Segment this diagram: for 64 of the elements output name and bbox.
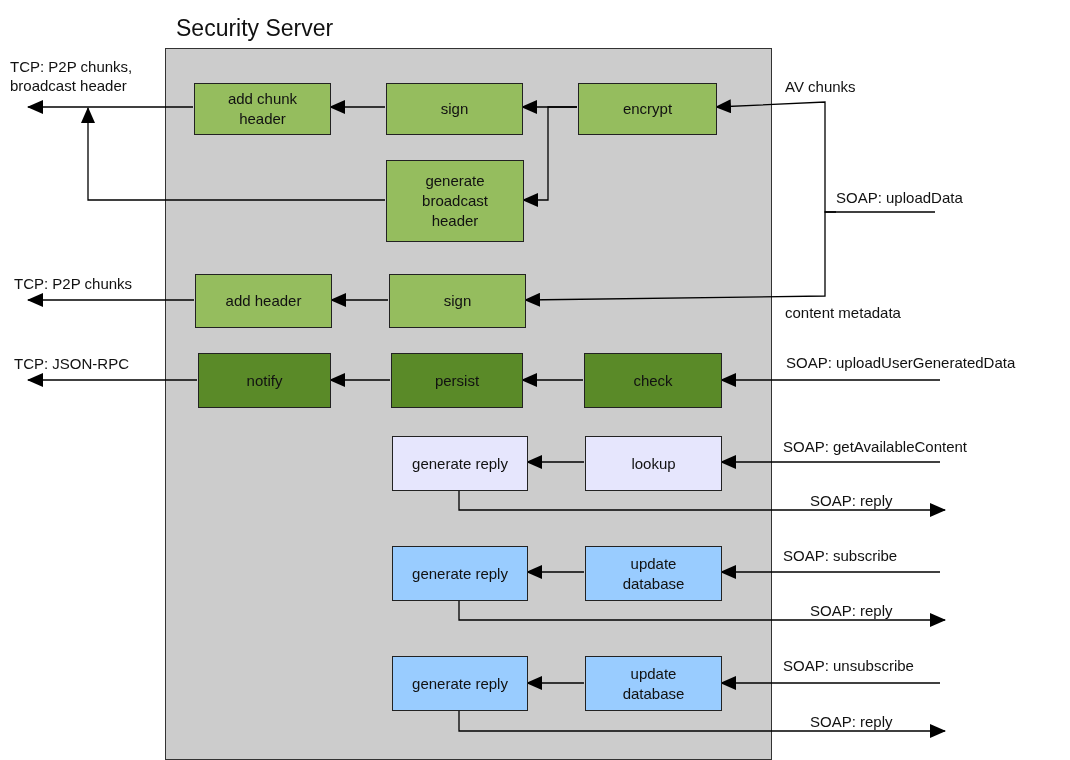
arrow	[524, 211, 837, 307]
process-box	[198, 353, 331, 408]
edge-label: TCP: P2P chunks	[14, 274, 133, 293]
box-label: generate broadcast header	[421, 171, 489, 231]
process-box	[584, 353, 722, 408]
process-box	[386, 83, 523, 135]
process-box	[585, 546, 722, 601]
box-label: persist	[434, 370, 480, 391]
process-box	[391, 353, 523, 408]
edge-label: SOAP: subscribe	[783, 546, 898, 565]
box-label: generate reply	[412, 563, 508, 584]
box-label: encrypt	[622, 99, 673, 119]
box-label: notify	[246, 370, 283, 391]
arrow	[526, 676, 585, 690]
process-box	[195, 274, 332, 328]
group-heading: Security Server	[176, 14, 334, 43]
arrow	[720, 455, 941, 469]
arrow	[458, 489, 946, 517]
box-label: add chunk header	[226, 89, 299, 129]
arrow	[720, 373, 941, 387]
edge-label: SOAP: uploadUserGeneratedData	[786, 353, 1016, 372]
box-label: add header	[225, 291, 302, 311]
signal-label: SOAP: uploadData	[836, 188, 963, 207]
box-label: update database	[621, 553, 686, 594]
box-label: check	[633, 370, 673, 391]
arrow	[522, 106, 578, 207]
process-box	[194, 83, 331, 135]
process-box	[386, 160, 524, 242]
box-label: lookup	[631, 453, 676, 474]
box-label: sign	[443, 291, 472, 311]
arrow	[521, 373, 584, 387]
arrow	[27, 100, 194, 114]
arrow	[526, 455, 585, 469]
edge-label: AV chunks	[785, 77, 856, 96]
process-box	[389, 274, 526, 328]
edge-label: SOAP: unsubscribe	[783, 656, 914, 675]
process-box	[392, 546, 528, 601]
edge-label: content metadata	[785, 303, 901, 322]
arrow	[458, 709, 946, 738]
edge-label: SOAP: getAvailableContent	[783, 437, 967, 456]
arrow	[329, 373, 391, 387]
arrow	[81, 107, 386, 201]
process-box	[585, 436, 722, 491]
arrow	[526, 565, 585, 579]
arrow	[330, 293, 389, 307]
edge-label: TCP: JSON-RPC	[14, 354, 129, 373]
arrow	[720, 565, 941, 579]
arrow	[458, 599, 946, 627]
edge-label: SOAP: reply	[810, 712, 893, 731]
arrow	[27, 373, 198, 387]
box-label: sign	[440, 99, 469, 119]
arrow	[720, 676, 941, 690]
edge-label: SOAP: reply	[810, 601, 893, 620]
box-label: generate reply	[412, 673, 508, 694]
process-box	[392, 436, 528, 491]
process-box	[392, 656, 528, 711]
arrow	[27, 293, 195, 307]
box-label: generate reply	[412, 453, 508, 474]
process-box	[578, 83, 717, 135]
arrow	[329, 100, 386, 114]
process-box	[585, 656, 722, 711]
edge-label: TCP: P2P chunks, broadcast header	[10, 57, 134, 95]
edge-label: SOAP: reply	[810, 491, 893, 510]
box-label: update database	[621, 663, 686, 704]
